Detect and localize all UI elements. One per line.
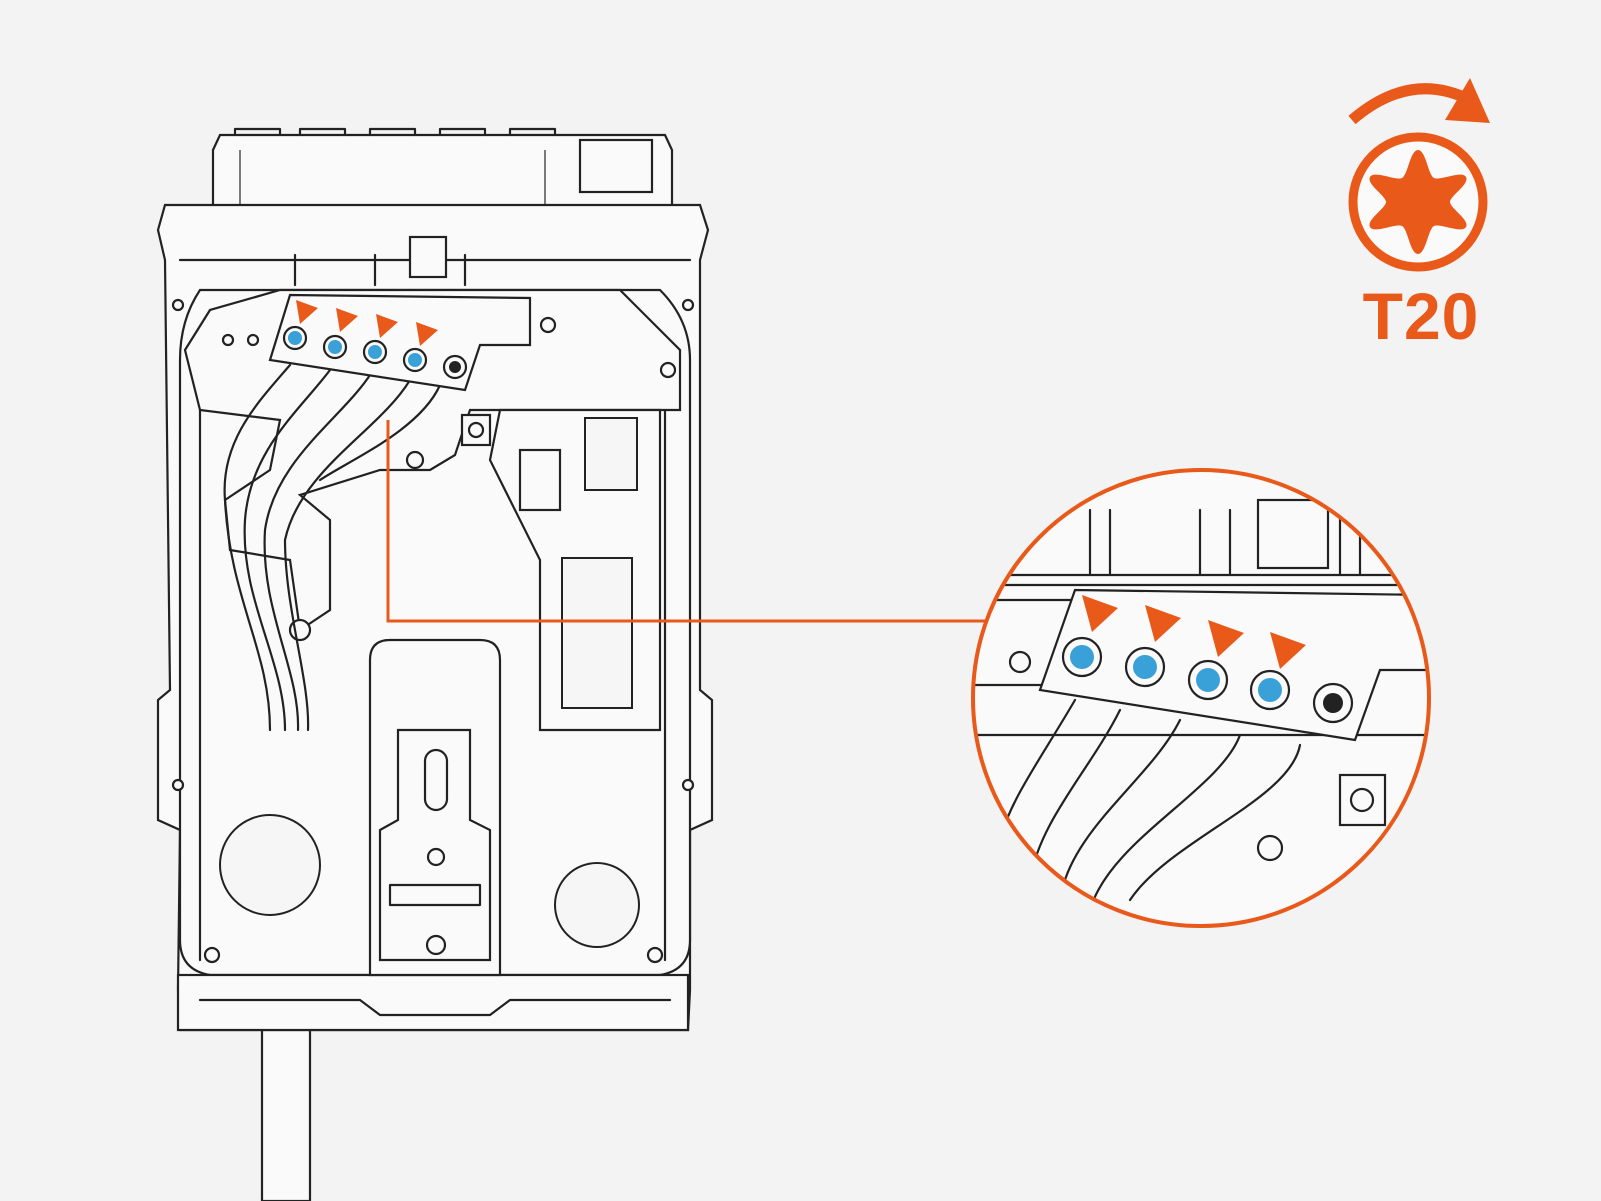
terminal-block <box>268 293 532 392</box>
tool-size-label: T20 <box>1362 279 1480 353</box>
terminal-screws <box>282 325 468 380</box>
wires <box>223 363 442 732</box>
rotate-clockwise-arrow-icon <box>1348 78 1490 125</box>
torx-t20-icon <box>1348 132 1488 272</box>
detail-magnifier <box>971 468 1431 928</box>
mounting-bracket <box>368 638 502 977</box>
terminal-area <box>183 288 682 732</box>
screw-markers <box>296 300 438 346</box>
callout-leader <box>386 420 985 623</box>
